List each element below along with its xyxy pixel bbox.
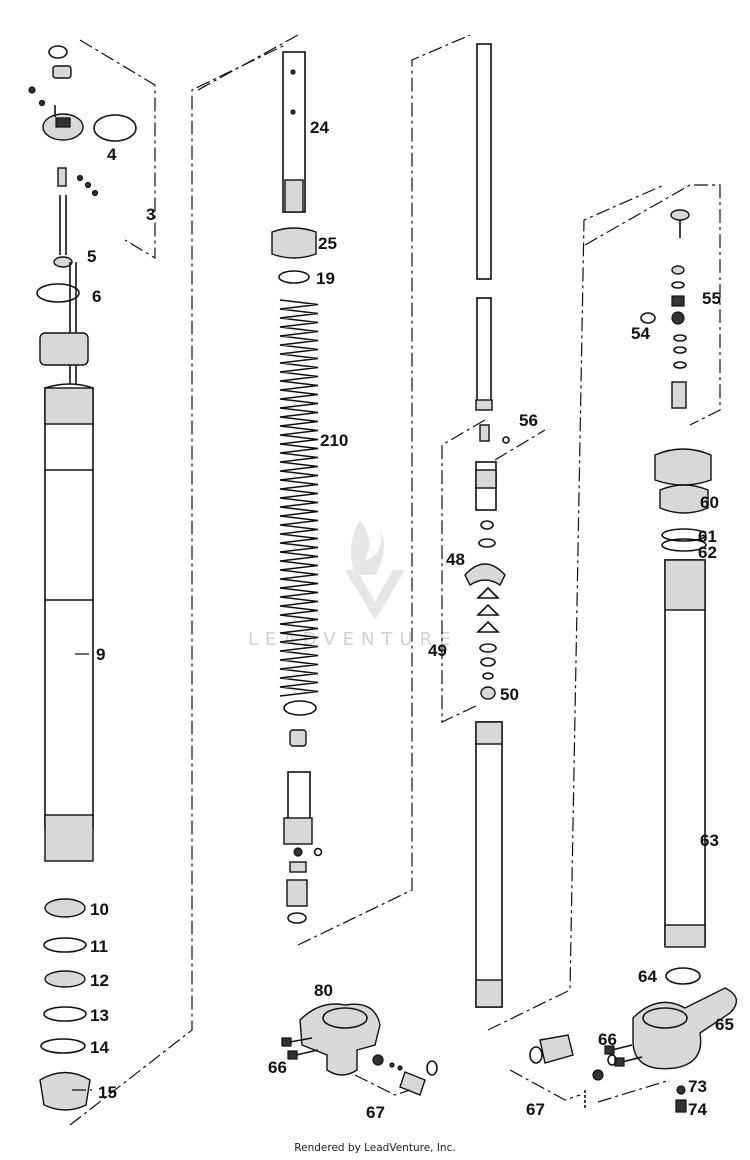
group-damper	[441, 43, 665, 1031]
callout-labels: 4 3 5 6 9 10 11 12 13 14 15 24 25 19 210…	[87, 118, 734, 1122]
part-valve-55	[671, 311, 685, 325]
part-ring-13	[43, 1006, 87, 1022]
part-washer-11	[43, 937, 87, 953]
part-cap-ring	[48, 45, 68, 59]
callout-64: 64	[638, 967, 657, 986]
part-screw-74	[675, 1099, 687, 1113]
part-ring-61	[661, 528, 707, 542]
part-dust-seal-15	[39, 1071, 91, 1111]
part-ball	[28, 86, 36, 94]
callout-74: 74	[688, 1100, 707, 1119]
callout-60: 60	[700, 493, 719, 512]
callout-66-left: 66	[268, 1058, 287, 1077]
leader-damper	[487, 184, 665, 1031]
part-outer-tube-bottom	[44, 814, 94, 862]
part-oring-4	[93, 114, 137, 142]
callout-61: 61	[698, 527, 717, 546]
callout-63: 63	[700, 831, 719, 850]
part-oring-54	[640, 312, 656, 324]
part-nut-50	[480, 686, 496, 700]
callout-56: 56	[519, 411, 538, 430]
part-adjuster	[670, 209, 690, 221]
part-plug	[52, 65, 72, 79]
part-fork-cap-hex	[55, 117, 71, 128]
leader-cartridge	[297, 34, 471, 946]
callout-65: 65	[715, 1015, 734, 1034]
callout-11: 11	[90, 937, 108, 956]
part-guide-60	[659, 484, 709, 514]
group-axle-clamp-80	[281, 1003, 438, 1096]
part-ring-62	[661, 538, 707, 552]
part-valve-56	[479, 424, 490, 442]
part-shim-stack	[286, 879, 308, 907]
part-circlip-6	[36, 283, 80, 303]
part-spring-210	[279, 299, 319, 697]
part-adjuster-67	[539, 1034, 574, 1064]
callout-6: 6	[92, 287, 101, 306]
part-cap-60	[654, 448, 712, 486]
part-ball-2	[38, 99, 46, 107]
part-nut-5	[53, 256, 73, 268]
leader-3	[79, 39, 156, 260]
part-piston-body	[287, 771, 311, 821]
callout-19: 19	[316, 269, 335, 288]
callout-67-right: 67	[526, 1100, 545, 1119]
part-oring-64	[665, 967, 701, 985]
callout-9: 9	[96, 645, 105, 664]
part-seal-12	[44, 970, 86, 988]
callout-54: 54	[631, 324, 650, 343]
footer-credit: Rendered by LeadVenture, Inc.	[294, 1142, 456, 1154]
part-adjuster-67-left	[399, 1071, 426, 1096]
group-right-leg	[509, 184, 738, 1113]
watermark: LEADVENTURE	[248, 520, 457, 650]
part-spacer-25	[271, 227, 317, 259]
leader-56	[494, 429, 546, 461]
part-clip	[283, 700, 317, 716]
part-inner-tube-63	[664, 559, 706, 946]
callout-48: 48	[446, 550, 465, 569]
callout-49: 49	[428, 641, 447, 660]
callout-24: 24	[310, 118, 329, 137]
part-outer-tube-top	[44, 387, 94, 425]
part-rod-lower	[476, 297, 492, 409]
callout-80: 80	[314, 981, 333, 1000]
callout-62: 62	[698, 543, 717, 562]
callout-73: 73	[688, 1077, 707, 1096]
callout-13: 13	[90, 1006, 109, 1025]
callout-14: 14	[90, 1038, 109, 1057]
callout-5: 5	[87, 247, 96, 266]
callout-55: 55	[702, 289, 721, 308]
part-valve	[57, 167, 67, 187]
callout-67-left: 67	[366, 1103, 385, 1122]
leader-left-assembly	[69, 44, 286, 1126]
group-spring-cartridge	[197, 34, 471, 946]
part-inner-tube	[475, 721, 503, 1008]
part-axle-clamp-80	[299, 1003, 381, 1076]
callout-50: 50	[500, 685, 519, 704]
callout-25: 25	[318, 234, 337, 253]
group-left-outer-tube	[28, 39, 286, 1126]
watermark-text: LEADVENTURE	[248, 629, 457, 650]
callout-4: 4	[107, 145, 117, 164]
callout-3: 3	[146, 205, 155, 224]
part-clip-14	[40, 1038, 86, 1054]
part-bushing-10	[44, 898, 86, 918]
callout-12: 12	[90, 971, 109, 990]
callout-66-right: 66	[598, 1030, 617, 1049]
part-washer-73	[676, 1085, 686, 1095]
leader-49	[441, 419, 486, 723]
part-damper-rod-long	[476, 43, 492, 280]
callout-10: 10	[90, 900, 109, 919]
part-bolt-66	[604, 1045, 615, 1055]
callout-15: 15	[98, 1083, 117, 1102]
part-top-bushing	[39, 332, 89, 366]
callout-210: 210	[320, 431, 348, 450]
part-washer-19	[278, 270, 310, 284]
part-outer-tube-9	[44, 383, 94, 829]
part-clip-48	[464, 563, 506, 587]
leader-55	[584, 184, 721, 426]
